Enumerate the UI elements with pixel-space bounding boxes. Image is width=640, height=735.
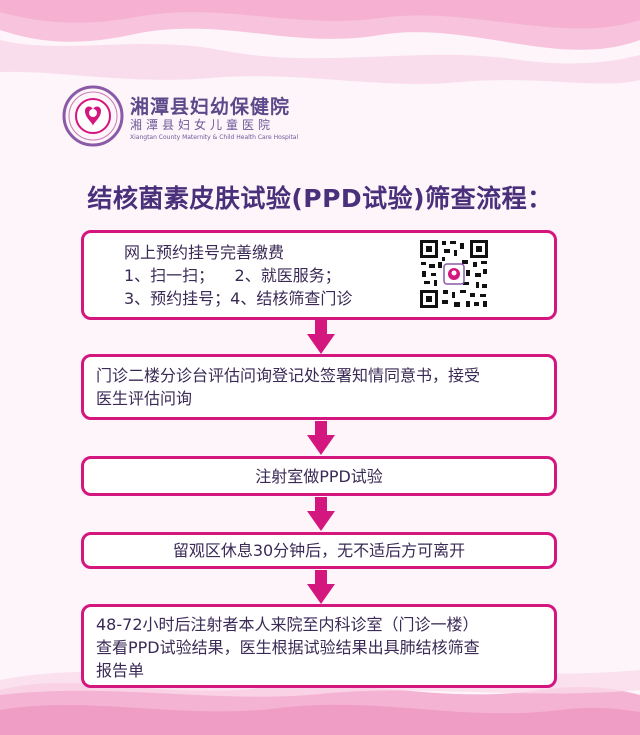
hospital-name-alt: 湘潭县妇女儿童医院 [130, 118, 275, 132]
step-1-line-2: 1、扫一扫； 2、就医服务； [124, 266, 341, 285]
hospital-name-english: Xiangtan County Maternity & Child Health… [130, 134, 299, 141]
step-4-line-1: 留观区休息30分钟后，无不适后方可离开 [172, 541, 466, 560]
flow-step-5: 48-72小时后注射者本人来院至内科诊室（门诊一楼） 查看PPD试验结果，医生根… [81, 604, 557, 688]
flow-step-3: 注射室做PPD试验 [81, 456, 557, 496]
step-1-line-3: 3、预约挂号；4、结核筛查门诊 [124, 289, 353, 308]
hospital-name-calligraphy: 湘潭县妇幼保健院 [130, 96, 291, 118]
down-arrow-icon [307, 570, 335, 604]
step-2-line-2: 医生评估问询 [96, 389, 193, 408]
down-arrow-icon [307, 497, 335, 531]
step-3-line-1: 注射室做PPD试验 [255, 467, 383, 486]
hospital-logo-icon [62, 85, 124, 147]
step-2-line-1: 门诊二楼分诊台评估问询登记处签署知情同意书，接受 [96, 366, 481, 385]
flow-step-4: 留观区休息30分钟后，无不适后方可离开 [81, 532, 557, 569]
page-title: 结核菌素皮肤试验(PPD试验)筛查流程： [87, 184, 553, 213]
step-5-line-2: 查看PPD试验结果，医生根据试验结果出具肺结核筛查 [96, 638, 480, 657]
down-arrow-icon [307, 421, 335, 455]
step-1-line-1: 网上预约挂号完善缴费 [124, 243, 285, 262]
step-5-line-1: 48-72小时后注射者本人来院至内科诊室（门诊一楼） [96, 615, 479, 634]
step-5-line-3: 报告单 [96, 661, 145, 680]
qr-code-icon[interactable] [418, 238, 490, 310]
flow-step-2: 门诊二楼分诊台评估问询登记处签署知情同意书，接受 医生评估问询 [81, 354, 557, 420]
down-arrow-icon [307, 320, 335, 354]
